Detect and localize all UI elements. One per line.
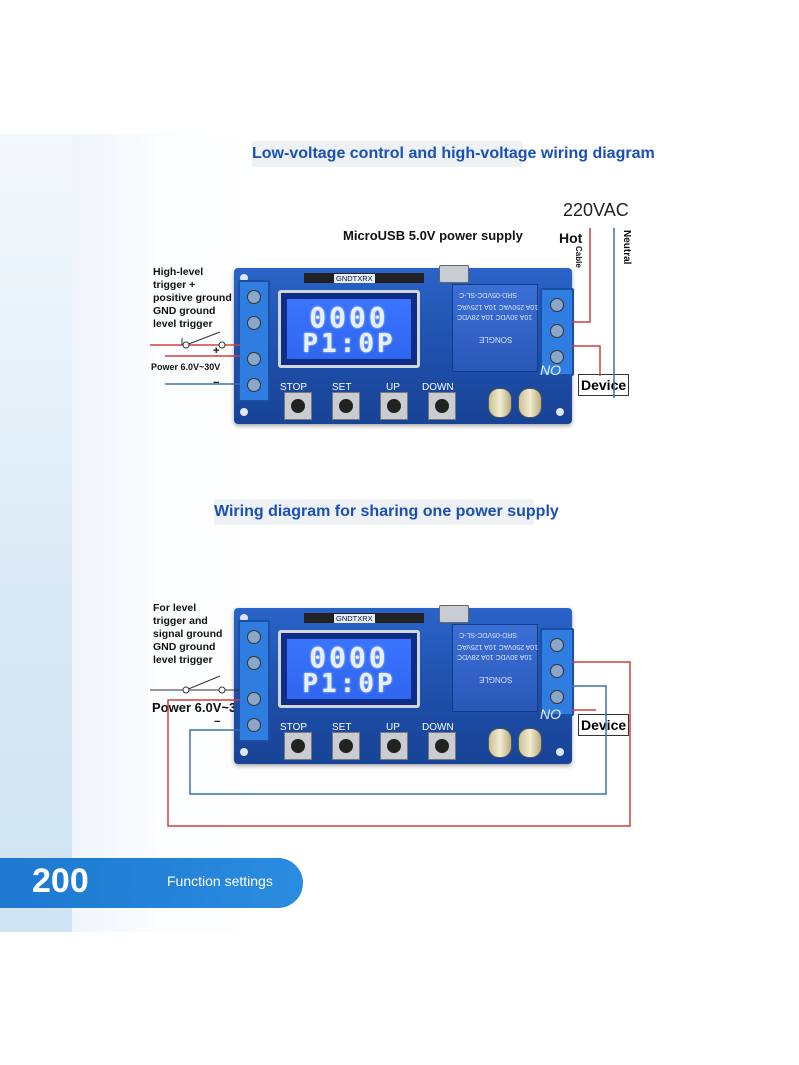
mount-hole [240, 408, 248, 416]
stop-button[interactable] [284, 732, 312, 760]
capacitor [518, 728, 542, 758]
terminal-screw [247, 692, 261, 706]
input-terminal [238, 620, 270, 742]
shared-blue-wire [189, 685, 607, 795]
usb-power-label: MicroUSB 5.0V power supply [343, 228, 523, 243]
switch-contact [182, 686, 190, 694]
micro-usb-port [439, 605, 469, 623]
mount-hole [240, 748, 248, 756]
switch-contact [218, 686, 226, 694]
capacitor [488, 388, 512, 418]
lcd-line-2: P1:0P [302, 669, 396, 699]
device-box-2: Device [578, 714, 630, 736]
stop-button[interactable] [284, 392, 312, 420]
input-terminal [238, 280, 270, 402]
output-terminal [540, 628, 574, 716]
section1-title: Low-voltage control and high-voltage wir… [252, 141, 655, 167]
terminal-screw [247, 352, 261, 366]
device-box-1: Device [578, 374, 630, 396]
micro-usb-port [439, 265, 469, 283]
shared-red-wire [167, 661, 631, 827]
capacitor [488, 728, 512, 758]
down-button[interactable] [428, 732, 456, 760]
up-label: UP [386, 382, 400, 393]
header-label: GNDTXRX [334, 614, 375, 623]
relay: SRD-05VDC-SL-C 10A 250VAC 10A 125VAC 10A… [452, 284, 538, 372]
lcd-display: 0000 P1:0P [278, 630, 420, 708]
background-panel [0, 134, 799, 932]
minus-sign-2: − [214, 716, 221, 728]
hot-wire [572, 228, 591, 323]
section2-title: Wiring diagram for sharing one power sup… [214, 499, 559, 525]
power-range-label-2: Power 6.0V~30V [152, 700, 253, 715]
switch-contact [218, 341, 226, 349]
lcd-display: 0000 P1:0P [278, 290, 420, 368]
header-label: GNDTXRX [334, 274, 375, 283]
down-label: DOWN [422, 382, 454, 393]
minus-sign: − [213, 377, 220, 389]
terminal-screw [247, 630, 261, 644]
plus-sign: + [213, 345, 220, 357]
terminal-screw [247, 718, 261, 732]
down-button[interactable] [428, 392, 456, 420]
no-label: NO [540, 362, 561, 378]
mount-hole [556, 408, 564, 416]
stop-label: STOP [280, 722, 308, 733]
footer-number: 200 [32, 862, 89, 900]
terminal-screw [550, 298, 564, 312]
stop-label: STOP [280, 382, 308, 393]
up-button[interactable] [380, 732, 408, 760]
mount-hole [240, 614, 248, 622]
terminal-screw [550, 690, 564, 704]
terminal-screw [550, 324, 564, 338]
set-button[interactable] [332, 732, 360, 760]
terminal-screw [247, 378, 261, 392]
mount-hole [240, 274, 248, 282]
trigger-label-1: High-level trigger + positive ground GND… [153, 266, 232, 330]
relay-board-1: GNDTXRX 0000 P1:0P SRD-05VDC-SL-C 10A 25… [234, 265, 574, 424]
terminal-screw [247, 656, 261, 670]
left-accent-strip [0, 134, 72, 932]
switch-contact [182, 341, 190, 349]
trigger-label-2: For level trigger and signal ground GND … [153, 602, 223, 666]
ac-voltage-label: 220VAC [563, 200, 629, 220]
down-label: DOWN [422, 722, 454, 733]
set-button[interactable] [332, 392, 360, 420]
terminal-screw [550, 638, 564, 652]
device-wire-1 [572, 345, 601, 376]
capacitor [518, 388, 542, 418]
relay: SRD-05VDC-SL-C 10A 250VAC 10A 125VAC 10A… [452, 624, 538, 712]
terminal-screw [550, 350, 564, 364]
terminal-screw [247, 316, 261, 330]
hot-label: Hot [559, 230, 583, 246]
footer-text: Function settings [167, 873, 273, 889]
up-button[interactable] [380, 392, 408, 420]
mount-hole [556, 748, 564, 756]
power-range-label-1: Power 6.0V~30V [151, 362, 221, 372]
lcd-line-1: 0000 [309, 301, 389, 334]
terminal-screw [550, 664, 564, 678]
output-terminal [540, 288, 574, 376]
set-label: SET [332, 382, 352, 393]
lcd-line-1: 0000 [309, 641, 389, 674]
set-label: SET [332, 722, 352, 733]
relay-board-2: GNDTXRX 0000 P1:0P SRD-05VDC-SL-C 10A 25… [234, 605, 574, 764]
footer-banner [0, 858, 303, 908]
lcd-line-2: P1:0P [302, 329, 396, 359]
up-label: UP [386, 722, 400, 733]
no-label: NO [540, 706, 561, 722]
terminal-screw [247, 290, 261, 304]
trigger-switch-1 [181, 331, 221, 346]
trigger-switch-2 [185, 675, 221, 691]
